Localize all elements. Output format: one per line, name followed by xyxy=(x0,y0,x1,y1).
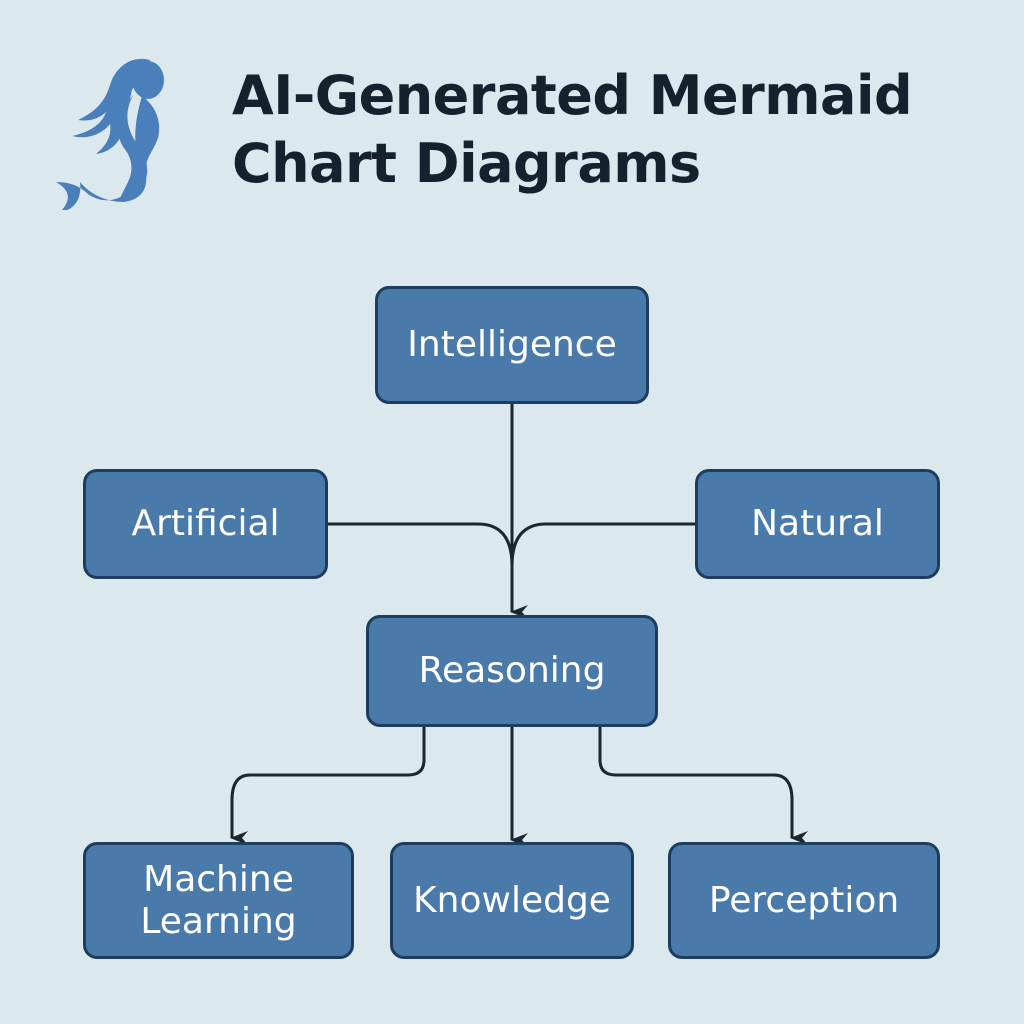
node-knowledge[interactable]: Knowledge xyxy=(390,842,634,959)
node-reasoning[interactable]: Reasoning xyxy=(366,615,658,727)
node-natural[interactable]: Natural xyxy=(695,469,940,579)
node-intelligence[interactable]: Intelligence xyxy=(375,286,649,404)
edge-reasoning-perception xyxy=(598,726,808,845)
edge-artificial-reasoning xyxy=(328,522,514,567)
edge-reasoning-machine-learning xyxy=(230,726,426,845)
page-title: AI-Generated Mermaid Chart Diagrams xyxy=(232,62,913,198)
node-artificial[interactable]: Artificial xyxy=(83,469,328,579)
mermaid-logo-icon xyxy=(56,58,164,210)
edge-natural-reasoning xyxy=(510,522,696,567)
node-perception[interactable]: Perception xyxy=(668,842,940,959)
node-machine-learning[interactable]: Machine Learning xyxy=(83,842,354,959)
title-line-2: Chart Diagrams xyxy=(232,132,701,195)
title-line-1: AI-Generated Mermaid xyxy=(232,64,913,127)
